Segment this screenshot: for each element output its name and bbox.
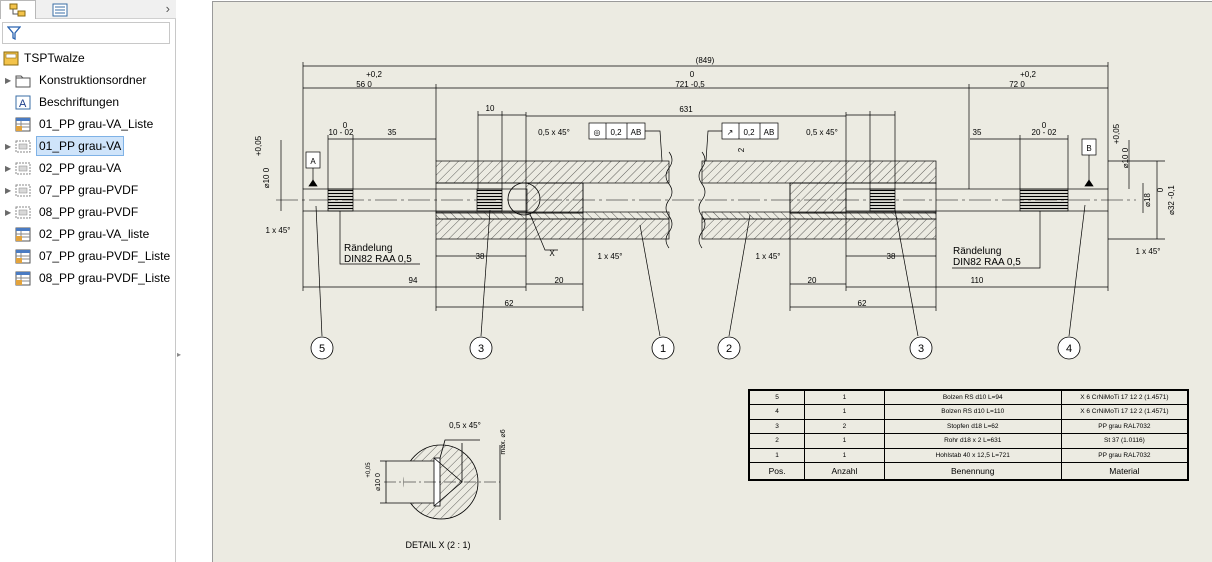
expand-arrow-icon[interactable]: ▶ — [5, 207, 12, 217]
table-icon — [15, 116, 31, 132]
parts-header-cell: Benennung — [883, 462, 1062, 480]
chevron-right-icon[interactable]: › — [165, 1, 170, 16]
drawing-icon — [3, 50, 19, 66]
tree-item-label: 02_PP grau-VA_liste — [39, 227, 150, 241]
tree-item-label: 07_PP grau-PVDF — [39, 183, 139, 197]
folder-icon — [15, 72, 31, 88]
drawing-view-icon — [15, 204, 31, 220]
expand-arrow-icon[interactable]: ▶ — [5, 75, 12, 85]
annotation-icon: A — [15, 94, 31, 110]
tree-item-08-pp-grau-pvdf[interactable]: ▶ 08_PP grau-PVDF — [0, 201, 176, 223]
parts-cell: PP grau RAL7032 — [1060, 418, 1189, 434]
tree-filter-input[interactable] — [2, 22, 170, 44]
tree-item-label: Beschriftungen — [39, 95, 120, 109]
tree-item-label: Konstruktionsordner — [39, 73, 147, 87]
splitter-grip-icon[interactable]: ▸ — [177, 350, 182, 359]
tree-item-label: 01_PP grau-VA — [36, 136, 125, 156]
parts-header-cell: Anzahl — [804, 462, 885, 480]
parts-cell: PP grau RAL7032 — [1060, 447, 1189, 463]
tree-item-label: 02_PP grau-VA — [39, 161, 122, 175]
parts-cell: 2 — [804, 418, 885, 434]
drawing-view-icon — [15, 182, 31, 198]
panel-tab-bar: › — [0, 0, 176, 19]
parts-cell: St 37 (1.0116) — [1060, 433, 1189, 449]
tree-item-beschriftungen[interactable]: A Beschriftungen — [0, 91, 176, 113]
parts-cell: 1 — [804, 404, 885, 420]
tree-item-01-pp-grau-va-liste[interactable]: 01_PP grau-VA_Liste — [0, 113, 176, 135]
expand-arrow-icon[interactable]: ▶ — [5, 185, 12, 195]
table-icon — [15, 226, 31, 242]
filter-icon — [7, 26, 21, 40]
tree-item-08-pp-grau-pvdf-liste[interactable]: 08_PP grau-PVDF_Liste — [0, 267, 176, 289]
tree-item-01-pp-grau-va[interactable]: ▶ 01_PP grau-VA — [0, 135, 176, 157]
tree-item-label: 08_PP grau-PVDF — [39, 205, 139, 219]
feature-tree-tab[interactable] — [0, 0, 36, 19]
table-icon — [15, 248, 31, 264]
property-list-icon — [52, 3, 68, 16]
parts-cell: Rohr d18 x 2 L=631 — [883, 433, 1062, 449]
feature-tree-icon — [9, 3, 26, 16]
parts-header-cell: Material — [1060, 462, 1189, 480]
tree-root[interactable]: TSPTwalze — [0, 47, 176, 69]
parts-cell: 1 — [748, 447, 806, 463]
tree-item-07-pp-grau-pvdf[interactable]: ▶ 07_PP grau-PVDF — [0, 179, 176, 201]
parts-cell: Stopfen d18 L=62 — [883, 418, 1062, 434]
parts-cell: 1 — [804, 389, 885, 405]
drawing-view-icon — [15, 160, 31, 176]
drawing-view-icon — [15, 138, 31, 154]
parts-cell: 3 — [748, 418, 806, 434]
parts-cell: X 6 CrNiMoTi 17 12 2 (1.4571) — [1060, 404, 1189, 420]
parts-cell: 4 — [748, 404, 806, 420]
tree-item-label: 01_PP grau-VA_Liste — [39, 117, 154, 131]
parts-cell: X 6 CrNiMoTi 17 12 2 (1.4571) — [1060, 389, 1189, 405]
property-tab[interactable] — [42, 0, 78, 19]
parts-cell: Bolzen RS d10 L=110 — [883, 404, 1062, 420]
tree-item-02-pp-grau-va-liste[interactable]: 02_PP grau-VA_liste — [0, 223, 176, 245]
parts-cell: 2 — [748, 433, 806, 449]
tree-item-02-pp-grau-va[interactable]: ▶ 02_PP grau-VA — [0, 157, 176, 179]
tree-item-label: 08_PP grau-PVDF_Liste — [39, 271, 171, 285]
tree-item-label: 07_PP grau-PVDF_Liste — [39, 249, 171, 263]
tree-item-konstruktionsordner[interactable]: ▶ Konstruktionsordner — [0, 69, 176, 91]
expand-arrow-icon[interactable]: ▶ — [5, 163, 12, 173]
parts-cell: 1 — [804, 433, 885, 449]
tree-root-label: TSPTwalze — [24, 51, 85, 65]
panel-splitter[interactable]: ▸ — [176, 0, 210, 562]
parts-cell: Bolzen RS d10 L=94 — [883, 389, 1062, 405]
expand-arrow-icon[interactable]: ▶ — [5, 141, 12, 151]
parts-cell: 5 — [748, 389, 806, 405]
parts-cell: 1 — [804, 447, 885, 463]
parts-header-cell: Pos. — [748, 462, 806, 480]
parts-cell: Hohlstab 40 x 12,5 L=721 — [883, 447, 1062, 463]
tree-item-07-pp-grau-pvdf-liste[interactable]: 07_PP grau-PVDF_Liste — [0, 245, 176, 267]
svg-text:A: A — [19, 98, 27, 110]
table-icon — [15, 270, 31, 286]
